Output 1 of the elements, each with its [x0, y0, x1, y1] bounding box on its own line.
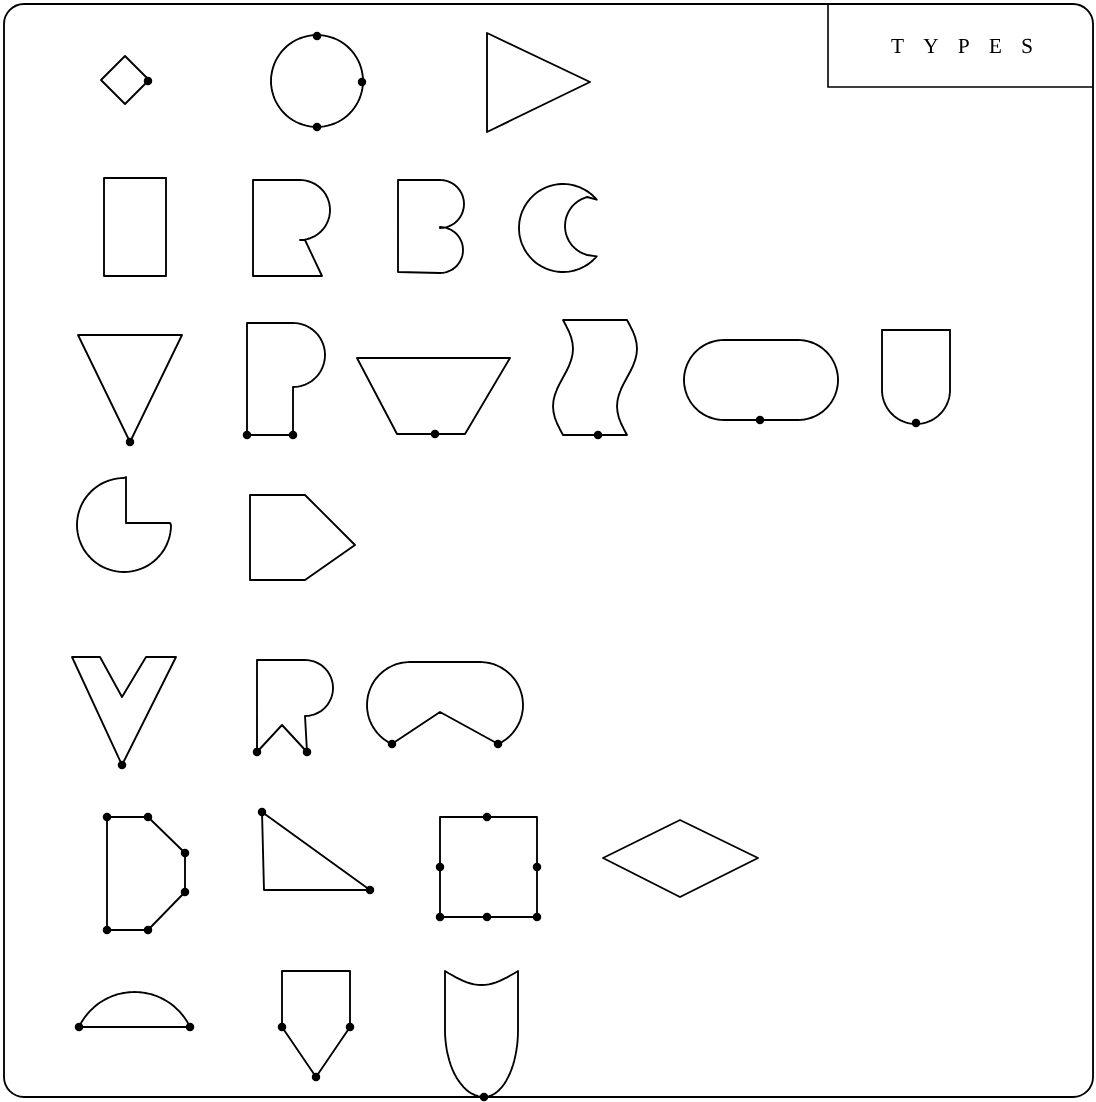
title-box: T Y P E S	[827, 3, 1094, 88]
